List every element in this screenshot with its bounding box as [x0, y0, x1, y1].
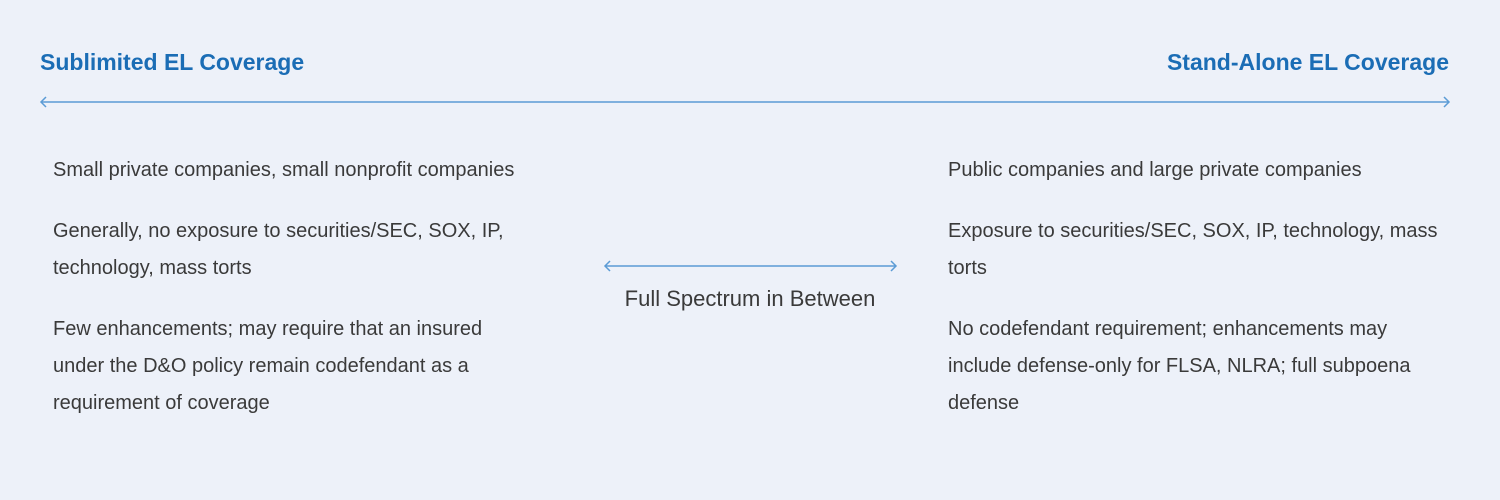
middle-label: Full Spectrum in Between	[624, 286, 876, 311]
list-item: Public companies and large private compa…	[948, 159, 1362, 181]
stand-alone-coverage-title: Stand-Alone EL Coverage	[1166, 49, 1449, 75]
list-item: Generally, no exposure to securities/SEC…	[53, 220, 504, 279]
sublimited-coverage-title: Sublimited EL Coverage	[40, 49, 305, 75]
list-item: Few enhancements; may require that an in…	[53, 318, 483, 414]
list-item: Exposure to securities/SEC, SOX, IP, tec…	[948, 220, 1438, 279]
list-item: Small private companies, small nonprofit…	[53, 159, 515, 181]
list-item: No codefendant requirement; enhancements…	[948, 318, 1411, 414]
spectrum-double-arrow	[39, 96, 1451, 108]
middle-double-arrow	[603, 260, 898, 272]
stand-alone-characteristics: Public companies and large private compa…	[948, 152, 1448, 446]
sublimited-characteristics: Small private companies, small nonprofit…	[53, 152, 531, 446]
